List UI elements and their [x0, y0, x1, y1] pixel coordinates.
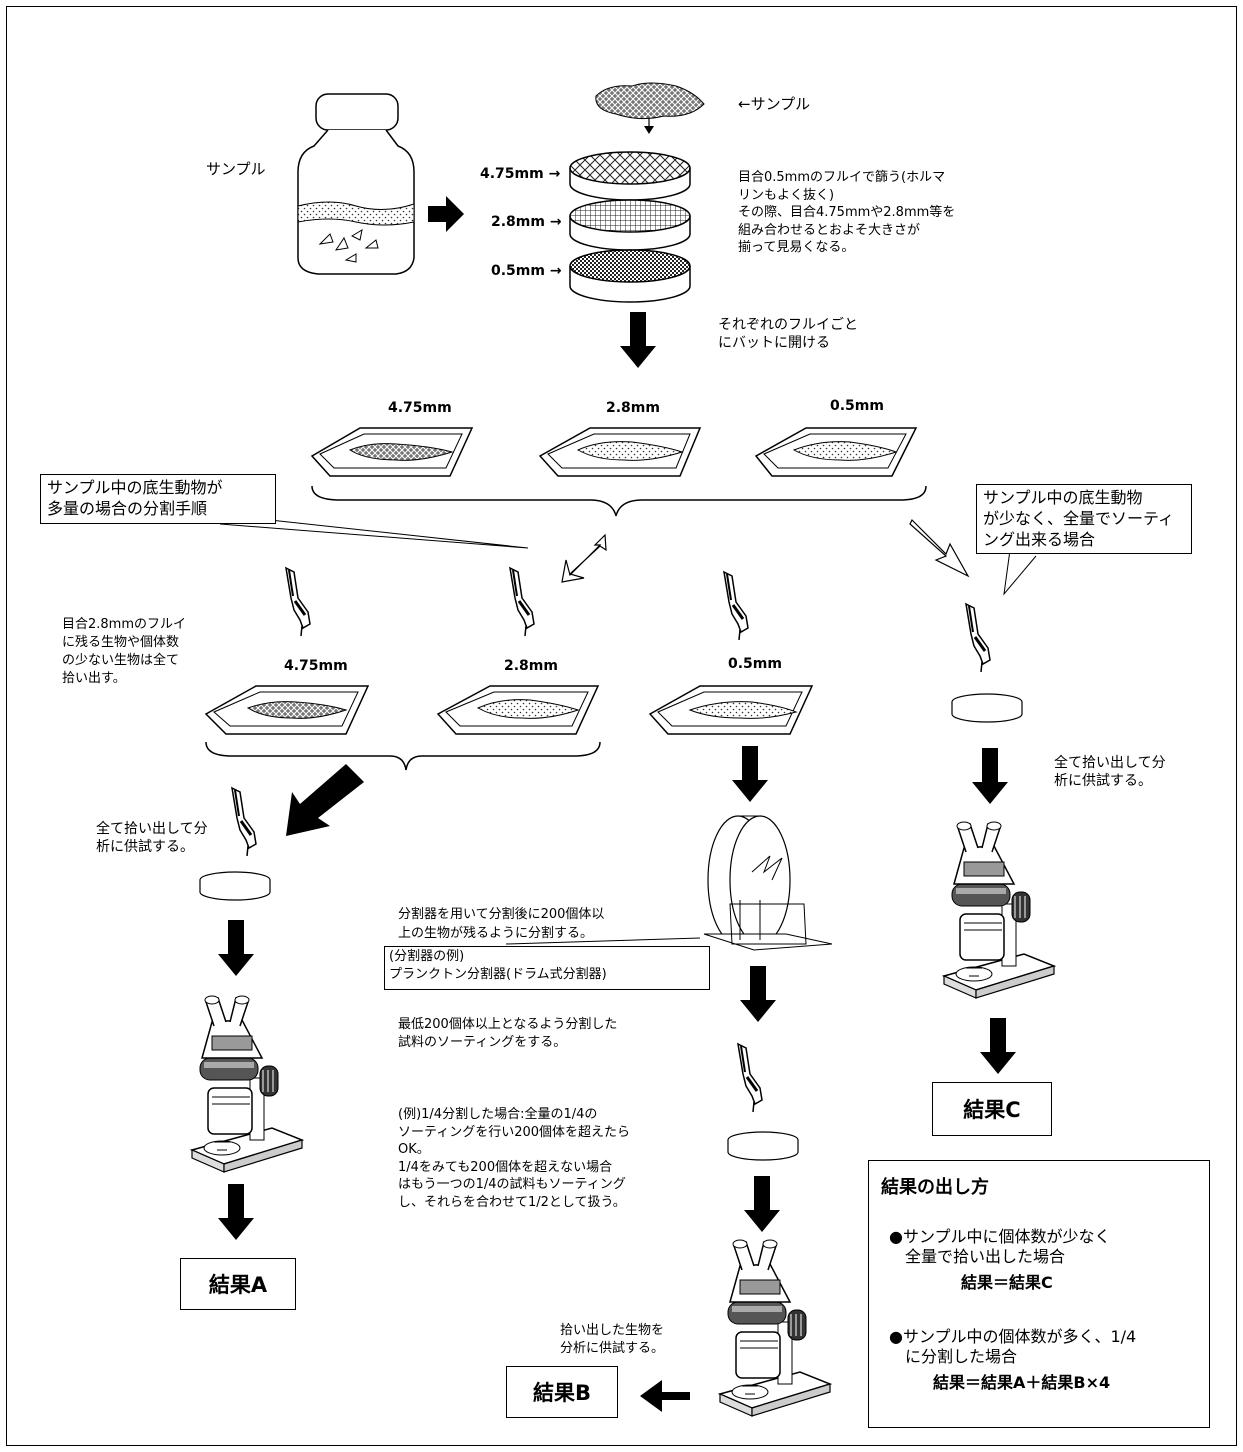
- arrow-down-icon: [218, 920, 254, 976]
- splitter-example: (分割器の例) プランクトン分割器(ドラム式分割器): [384, 946, 710, 990]
- splitter-note: 分割器を用いて分割後に200個体以 上の生物が残るように分割する。: [398, 907, 605, 941]
- callout-many: サンプル中の底生動物が 多量の場合の分割手順: [40, 474, 276, 524]
- microscope-icon: [943, 821, 1055, 999]
- sample-label: サンプル: [206, 160, 266, 178]
- arrow-down-icon: [740, 966, 776, 1022]
- hollow-arrow-left: [561, 533, 607, 583]
- diagram-frame: [6, 6, 1237, 1446]
- sample-arrow-label: ←サンプル: [738, 95, 811, 113]
- arrow-left-icon: [640, 1380, 690, 1412]
- arrow-down-icon: [980, 1018, 1016, 1074]
- tray-label: 0.5mm: [830, 398, 884, 414]
- petri-dish: [951, 693, 1023, 723]
- tray-label: 2.8mm: [606, 400, 660, 416]
- tweezers-icon: [284, 566, 312, 638]
- arrow-right-icon: [428, 196, 464, 232]
- summary-formula: 結果＝結果A＋結果B×4: [933, 1373, 1111, 1392]
- microscope-icon: [719, 1239, 831, 1417]
- petri-dish: [199, 871, 271, 901]
- petri-dish: [727, 1131, 799, 1161]
- sieve-size-label: 4.75mm →: [480, 166, 561, 182]
- tray-label: 4.75mm: [388, 400, 452, 416]
- sieve-size-label: 0.5mm →: [491, 263, 562, 279]
- sample-blob: [595, 82, 705, 120]
- summary-formula: 結果＝結果C: [961, 1273, 1053, 1292]
- arrow-down-icon: [218, 1184, 254, 1240]
- pick-b-note: 拾い出した生物を 分析に供試する。: [560, 1323, 665, 1356]
- tray-label: 4.75mm: [284, 658, 348, 674]
- hollow-arrow-right: [909, 518, 970, 578]
- pick-all-c-note: 全て拾い出して分 析に供試する。: [1054, 755, 1166, 789]
- result-c: 結果C: [932, 1082, 1052, 1136]
- pick-all-a-note: 全て拾い出して分 析に供試する。: [96, 821, 208, 855]
- tray-row1: [310, 427, 918, 477]
- min200-note: 最低200個体以上となるよう分割した 試料のソーティングをする。: [398, 1017, 618, 1050]
- arrow-down-icon: [744, 1176, 780, 1232]
- summary-item: ●サンプル中に個体数が少なく 全量で拾い出した場合: [889, 1227, 1111, 1266]
- arrow-down-icon: [620, 312, 656, 368]
- arrow-down-icon: [732, 746, 768, 802]
- tray-label: 0.5mm: [728, 656, 782, 672]
- summary-title: 結果の出し方: [881, 1177, 989, 1198]
- sample-jar: [297, 93, 415, 275]
- result-b: 結果B: [506, 1366, 618, 1418]
- arrow-down-icon: [972, 748, 1008, 804]
- sieve-size-label: 2.8mm →: [491, 214, 562, 230]
- split-example-note: (例)1/4分割した場合:全量の1/4の ソーティングを行い200個体を超えたら…: [398, 1107, 631, 1210]
- brace: [205, 741, 601, 771]
- result-a: 結果A: [180, 1258, 296, 1310]
- brace: [311, 485, 927, 517]
- drum-splitter-icon: [703, 815, 833, 951]
- callout-few: サンプル中の底生動物 が少なく、全量でソーティ ング出来る場合: [976, 484, 1192, 554]
- microscope-icon: [191, 995, 303, 1173]
- summary-item: ●サンプル中の個体数が多く、1/4 に分割した場合: [889, 1327, 1137, 1366]
- tweezers-icon: [508, 566, 536, 638]
- tray-label: 2.8mm: [504, 658, 558, 674]
- sieve-stack: [569, 151, 691, 303]
- tweezers-icon: [964, 602, 992, 674]
- tweezers-icon: [722, 570, 750, 642]
- tweezers-icon: [736, 1042, 764, 1114]
- tray-note: それぞれのフルイごと にバットに開ける: [718, 317, 858, 351]
- arrow-diagonal-icon: [286, 764, 364, 836]
- pick-large-note: 目合2.8mmのフルイ に残る生物や個体数 の少ない生物は全て 拾い出す。: [62, 617, 187, 686]
- tray-row2: [204, 685, 814, 735]
- summary-box: 結果の出し方 ●サンプル中に個体数が少なく 全量で拾い出した場合 結果＝結果C …: [868, 1160, 1210, 1428]
- tweezers-icon: [230, 786, 258, 858]
- sieve-note: 目合0.5mmのフルイで篩う(ホルマ リンもよく抜く) その際、目合4.75mm…: [738, 170, 956, 255]
